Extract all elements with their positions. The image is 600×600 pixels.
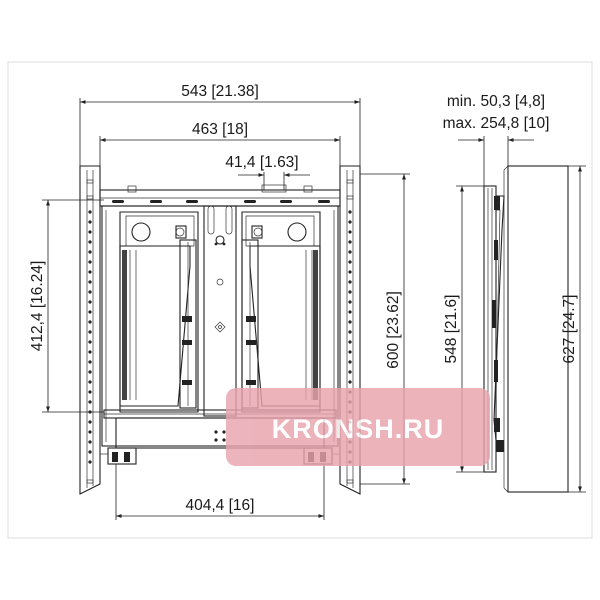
rail-hole xyxy=(88,350,92,354)
top-bar-slot xyxy=(150,200,162,203)
rail-hole xyxy=(348,230,352,234)
rail-hole xyxy=(348,360,352,364)
display-panel xyxy=(507,165,569,493)
rail-hole xyxy=(88,250,92,254)
rail-hole xyxy=(88,400,92,404)
rail-hole xyxy=(348,330,352,334)
rail-hole xyxy=(88,390,92,394)
rail-hole xyxy=(348,280,352,284)
rail-hole xyxy=(348,350,352,354)
top-bar-slot xyxy=(280,200,292,203)
rail-hole xyxy=(348,340,352,344)
rail-hole xyxy=(88,420,92,424)
rail-hole xyxy=(348,250,352,254)
watermark-text: KRONSH.RU xyxy=(272,414,445,444)
rail-hole xyxy=(88,220,92,224)
rail-hole xyxy=(88,280,92,284)
dim-depth-max: max. 254,8 [10] xyxy=(443,115,550,132)
rail-hole xyxy=(348,300,352,304)
watermark: KRONSH.RU xyxy=(226,388,490,466)
center-spine xyxy=(203,205,237,417)
rail-hole xyxy=(348,290,352,294)
dimension-lines xyxy=(42,98,586,520)
rail-hole xyxy=(348,380,352,384)
bottom-left-foot xyxy=(100,447,137,465)
rail-hole xyxy=(88,440,92,444)
top-bar-slot xyxy=(244,200,256,203)
rail-hole xyxy=(348,270,352,274)
rail-hole xyxy=(348,210,352,214)
dim-side-inner-height: 548 [21.6] xyxy=(443,295,460,364)
top-bar-slot xyxy=(186,200,198,203)
left-rail xyxy=(79,165,101,495)
rail-hole xyxy=(88,260,92,264)
dim-inner-width: 463 [18] xyxy=(192,121,248,138)
rail-hole xyxy=(88,320,92,324)
rail-hole xyxy=(348,260,352,264)
dim-bottom-width: 404,4 [16] xyxy=(186,497,255,514)
dim-side-outer-height: 627 [24.7] xyxy=(561,295,578,364)
rail-hole xyxy=(88,230,92,234)
rail-slot xyxy=(346,479,354,484)
dim-overall-height: 600 [23.62] xyxy=(385,291,402,369)
rail-hole xyxy=(88,430,92,434)
top-bar-slot xyxy=(318,200,330,203)
rail-hole xyxy=(88,460,92,464)
right-bracket xyxy=(241,211,321,413)
dim-overall-width: 543 [21.38] xyxy=(181,83,259,100)
top-bar-slot xyxy=(112,200,124,203)
rail-hole xyxy=(88,300,92,304)
rail-slot xyxy=(86,195,94,200)
rail-hole xyxy=(348,240,352,244)
rail-hole xyxy=(88,290,92,294)
rail-hole xyxy=(88,380,92,384)
left-bracket xyxy=(119,211,199,413)
rail-hole xyxy=(88,340,92,344)
watermark-background xyxy=(226,388,490,466)
dim-center-slot: 41,4 [1.63] xyxy=(225,154,298,171)
front-view xyxy=(79,165,361,495)
rail-hole xyxy=(348,320,352,324)
rail-hole xyxy=(88,330,92,334)
rail-slot xyxy=(346,179,354,184)
top-bar xyxy=(99,184,341,207)
rail-hole xyxy=(88,370,92,374)
frame-border xyxy=(7,61,593,539)
dim-depth-min: min. 50,3 [4,8] xyxy=(447,93,545,110)
rail-hole xyxy=(88,240,92,244)
side-view xyxy=(483,165,569,493)
rail-slot xyxy=(86,479,94,484)
rail-hole xyxy=(348,310,352,314)
rail-hole xyxy=(88,450,92,454)
rail-hole xyxy=(88,310,92,314)
rail-hole xyxy=(348,370,352,374)
rail-hole xyxy=(88,360,92,364)
rail-hole xyxy=(88,210,92,214)
rail-slot xyxy=(86,179,94,184)
rail-slot xyxy=(346,195,354,200)
rail-hole xyxy=(348,220,352,224)
rail-hole xyxy=(88,270,92,274)
dim-left-height: 412,4 [16.24] xyxy=(29,261,46,352)
